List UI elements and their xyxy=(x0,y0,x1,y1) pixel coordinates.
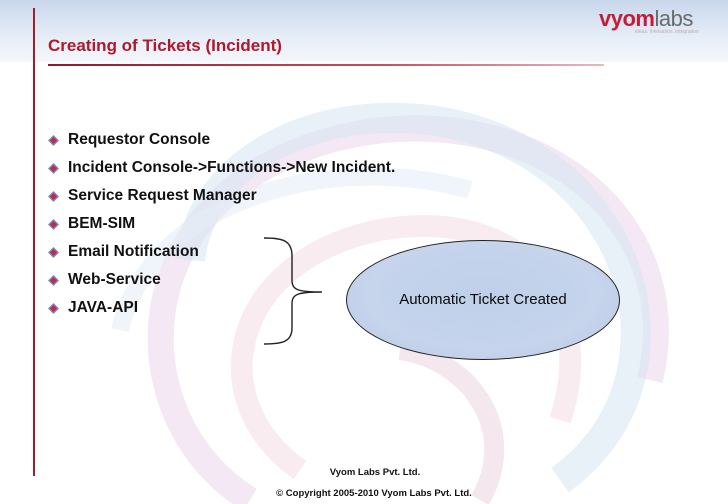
list-item: Requestor Console xyxy=(48,126,395,154)
bubble-label: Automatic Ticket Created xyxy=(399,291,567,308)
diamond-bullet-icon xyxy=(48,303,59,314)
diamond-bullet-icon xyxy=(48,219,59,230)
diamond-bullet-icon xyxy=(48,135,59,146)
bullet-text: Email Notification xyxy=(68,243,199,260)
logo-suffix: labs xyxy=(654,6,693,31)
list-item: Email Notification xyxy=(48,238,395,266)
list-item: Web-Service xyxy=(48,266,395,294)
bullet-text: BEM-SIM xyxy=(68,215,136,232)
bullet-list: Requestor Console Incident Console->Func… xyxy=(48,126,395,322)
bullet-text: JAVA-API xyxy=(68,299,139,316)
bullet-text: Web-Service xyxy=(68,271,161,288)
footer-copyright: © Copyright 2005-2010 Vyom Labs Pvt. Ltd… xyxy=(276,488,472,499)
diamond-bullet-icon xyxy=(48,191,59,202)
logo-tagline: ideas. innovation. integration xyxy=(635,29,699,35)
vyomlabs-logo: vyomlabs ideas. innovation. integration xyxy=(599,6,721,36)
right-curly-brace xyxy=(263,237,323,345)
automatic-ticket-bubble: Automatic Ticket Created xyxy=(346,240,620,360)
list-item: Service Request Manager xyxy=(48,182,395,210)
logo-brand: vyom xyxy=(599,6,655,31)
slide-title: Creating of Tickets (Incident) xyxy=(48,36,282,55)
footer-company: Vyom Labs Pvt. Ltd. xyxy=(329,467,421,478)
bullet-text: Requestor Console xyxy=(68,131,211,148)
header-band xyxy=(0,0,728,62)
list-item: JAVA-API xyxy=(48,294,395,322)
bullet-text: Service Request Manager xyxy=(68,187,257,204)
diamond-bullet-icon xyxy=(48,163,59,174)
left-accent-rule xyxy=(33,8,35,476)
list-item: Incident Console->Functions->New Inciden… xyxy=(48,154,395,182)
diamond-bullet-icon xyxy=(48,275,59,286)
title-underline xyxy=(48,64,604,66)
bullet-text: Incident Console->Functions->New Inciden… xyxy=(68,159,396,176)
list-item: BEM-SIM xyxy=(48,210,395,238)
diamond-bullet-icon xyxy=(48,247,59,258)
